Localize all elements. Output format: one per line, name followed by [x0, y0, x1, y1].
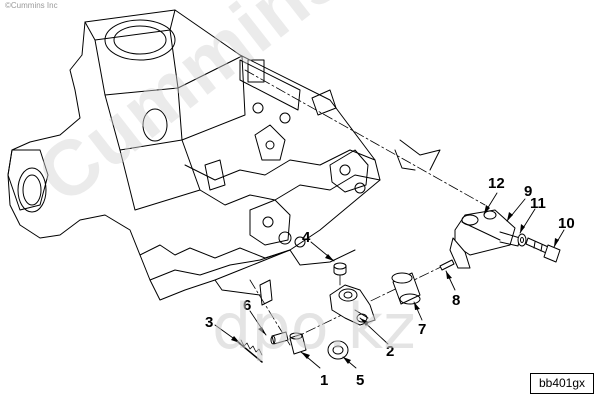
- callout-12: 12: [488, 175, 505, 192]
- site-watermark: dpo.kz: [212, 290, 416, 363]
- spring-pin: [237, 339, 263, 363]
- dowel: [270, 331, 289, 345]
- callout-9: 9: [524, 183, 532, 200]
- callout-6: 6: [243, 297, 251, 314]
- callout-labels: 12 9 11 10 4 8 7 2 6 3 1 5: [205, 175, 575, 389]
- leader-arrowheads: [231, 205, 559, 364]
- callout-5: 5: [356, 372, 364, 389]
- callout-4: 4: [302, 229, 311, 246]
- callout-8: 8: [452, 292, 460, 309]
- lever-assembly: [449, 209, 521, 269]
- roller: [327, 340, 349, 360]
- callout-2: 2: [386, 343, 394, 360]
- bushing: [391, 272, 421, 305]
- roller-pin: [289, 332, 307, 355]
- callout-3: 3: [205, 314, 213, 331]
- engine-block: [7, 9, 441, 306]
- pin: [439, 259, 455, 271]
- copyright-notice: ©Cummins Inc: [5, 1, 58, 10]
- rocker-lever: [329, 284, 376, 326]
- socket-cap: [333, 262, 347, 276]
- callout-7: 7: [418, 321, 426, 338]
- bolt: [525, 237, 561, 263]
- reference-code: bb401gx: [530, 373, 594, 394]
- callout-10: 10: [558, 215, 575, 232]
- washer: [517, 233, 527, 247]
- callout-11: 11: [530, 195, 546, 212]
- callout-1: 1: [320, 372, 328, 389]
